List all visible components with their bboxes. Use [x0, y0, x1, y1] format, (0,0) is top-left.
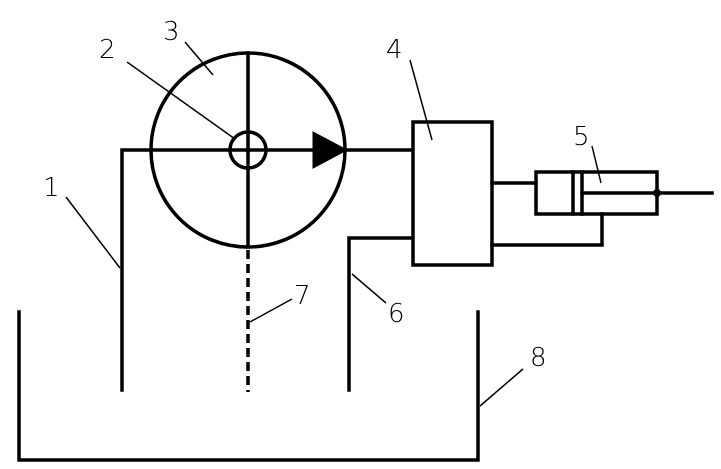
return-pipe	[347, 236, 414, 392]
suction-pipe	[120, 148, 250, 392]
label-8: 8	[530, 343, 547, 373]
valve-block	[411, 120, 494, 267]
label-1: 1	[43, 173, 60, 203]
pump-shaft	[228, 130, 268, 170]
leader-line-2	[126, 61, 236, 140]
leader-line-5	[591, 145, 602, 184]
leader-line-1	[65, 196, 121, 269]
label-5: 5	[573, 122, 590, 152]
leader-line-8	[479, 368, 524, 407]
label-2: 2	[99, 35, 116, 65]
flow-direction-arrow	[312, 131, 349, 169]
cylinder-return-line	[490, 212, 604, 247]
label-3: 3	[163, 17, 180, 47]
label-7: 7	[294, 281, 311, 311]
leader-line-7	[249, 298, 293, 323]
label-4: 4	[386, 35, 403, 65]
leader-line-6	[351, 273, 387, 304]
leader-line-4	[409, 59, 433, 141]
tank	[17, 310, 480, 462]
rod-pin	[653, 189, 661, 197]
label-6: 6	[388, 299, 405, 329]
leader-line-3	[184, 41, 214, 76]
